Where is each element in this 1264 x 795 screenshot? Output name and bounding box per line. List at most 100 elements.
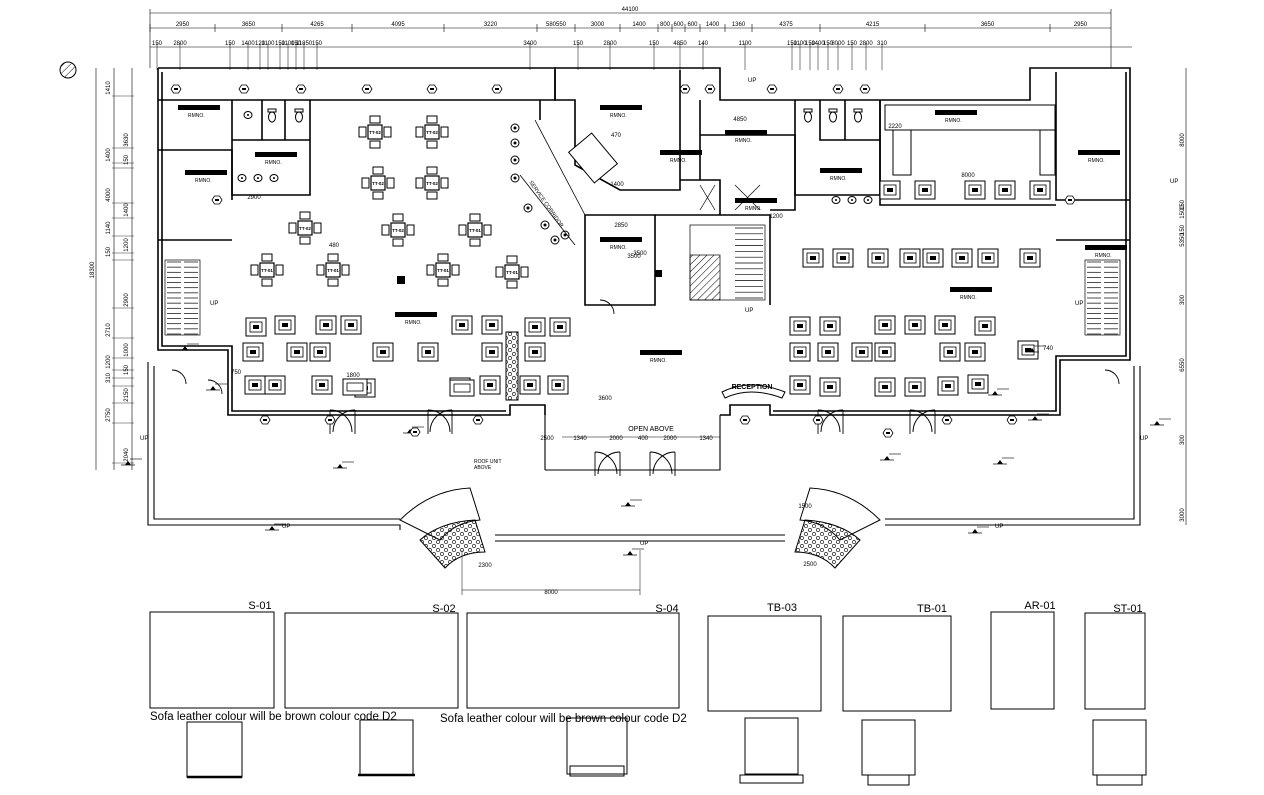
up-label: UP <box>1170 179 1178 185</box>
lounge-chair <box>974 316 996 336</box>
lounge-chair <box>874 377 896 397</box>
stair-centre <box>689 184 766 301</box>
dim-value: 1410 <box>106 81 112 95</box>
dim-value: 150 <box>1180 224 1186 235</box>
room-tag: RMNO. <box>670 158 687 164</box>
dim-value: 150 <box>124 154 130 165</box>
dim-value: 140 <box>698 41 709 47</box>
entry-dimension: 2000 <box>609 436 623 442</box>
column-marker <box>397 276 405 284</box>
lounge-chair <box>789 375 811 395</box>
dim-value: 150 <box>823 41 834 47</box>
dim-value: 300 <box>1180 434 1186 445</box>
room-tag: RMNO. <box>960 295 977 301</box>
inner-dimension: 2300 <box>478 563 492 569</box>
lounge-chair <box>549 317 571 337</box>
inner-dimension: 2850 <box>614 223 628 229</box>
ceiling-marker <box>739 415 751 425</box>
reception-counter <box>721 384 786 399</box>
lounge-chair <box>479 375 501 395</box>
lounge-chair <box>851 342 873 362</box>
level-marker <box>1149 418 1172 426</box>
table-tag: TT-02 <box>392 228 404 233</box>
dim-value: 4375 <box>779 22 793 28</box>
door-swing <box>597 451 621 475</box>
dim-value: 1500 <box>1180 205 1186 219</box>
room-number-tags: RMNO.RMNO.RMNO.RMNO.RMNO.RMNO.RMNO.RMNO.… <box>178 105 1127 364</box>
ceiling-marker <box>361 84 373 94</box>
lounge-chair <box>914 180 936 200</box>
dim-value: 600 <box>687 22 698 28</box>
dim-value: 150 <box>124 364 130 375</box>
up-label: UP <box>210 301 218 307</box>
sofa-note-2: Sofa leather colour will be brown colour… <box>440 713 687 725</box>
inner-dimension: 1200 <box>769 214 783 220</box>
wash-basin <box>253 174 263 182</box>
dim-value: 150 <box>649 41 660 47</box>
up-label: UP <box>282 524 290 530</box>
dim-value: 2710 <box>106 323 112 337</box>
dim-value: 1140 <box>106 221 112 235</box>
door-swing <box>652 451 676 475</box>
lounge-chair <box>934 315 956 335</box>
dim-value: 800 <box>660 22 671 28</box>
overall-depth-dimension: 18300 <box>90 261 96 278</box>
ceiling-marker <box>704 84 716 94</box>
inner-dimension: 740 <box>1043 346 1054 352</box>
up-label: UP <box>640 541 648 547</box>
kitchen-counter <box>892 129 912 176</box>
up-label: UP <box>748 78 756 84</box>
lounge-chair <box>951 248 973 268</box>
dim-value: 150 <box>225 41 236 47</box>
room-tag-bar <box>1085 245 1127 250</box>
lounge-chair <box>939 342 961 362</box>
lounge-chair <box>874 315 896 335</box>
lounge-chair <box>264 375 286 395</box>
lounge-chair <box>315 315 337 335</box>
lounge-chair <box>937 376 959 396</box>
dim-value: 3220 <box>484 22 498 28</box>
dim-value: 1000 <box>124 343 130 357</box>
dim-value: 3650 <box>981 22 995 28</box>
dim-value: 1100 <box>739 41 753 47</box>
stone-feature-column <box>505 331 519 401</box>
dim-value: 6550 <box>1180 358 1186 372</box>
service-corridor-lines <box>519 119 586 246</box>
roof-unit-label-1: ROOF UNIT <box>474 459 502 465</box>
level-marker <box>879 453 902 461</box>
level-marker <box>967 526 990 534</box>
dim-value: 1400 <box>706 22 720 28</box>
dim-value: 1100 <box>262 41 276 47</box>
dim-value: 1400 <box>241 41 255 47</box>
bar-stool <box>513 158 517 162</box>
lounge-chair <box>867 248 889 268</box>
lounge-chair <box>274 315 296 335</box>
table-tag: TT-02 <box>426 130 438 135</box>
bar-stool <box>513 141 517 145</box>
bar-stool <box>563 233 567 237</box>
inner-dimension: 3600 <box>598 396 612 402</box>
table-tag: TT-01 <box>327 268 339 273</box>
door-swing <box>207 379 223 395</box>
dim-value: 1100 <box>794 41 808 47</box>
stair-right <box>1084 259 1121 336</box>
room-tag-bar <box>820 168 862 173</box>
table-tag: TT-02 <box>372 181 384 186</box>
dim-value: 2950 <box>176 22 190 28</box>
lounge-chair <box>524 317 546 337</box>
door-swing <box>820 409 844 433</box>
dim-value: 3400 <box>523 41 537 47</box>
sanitary-fixtures <box>237 108 873 204</box>
inner-dimension: 2500 <box>540 436 554 442</box>
schedule-code-tb03: TB-03 <box>767 602 797 614</box>
level-marker <box>332 461 355 469</box>
ceiling-marker <box>1064 195 1076 205</box>
room-tag: RMNO. <box>610 113 627 119</box>
dim-value: 3000 <box>591 22 605 28</box>
room-tag: RMNO. <box>195 178 212 184</box>
up-label: UP <box>140 436 148 442</box>
lounge-chair <box>451 315 473 335</box>
